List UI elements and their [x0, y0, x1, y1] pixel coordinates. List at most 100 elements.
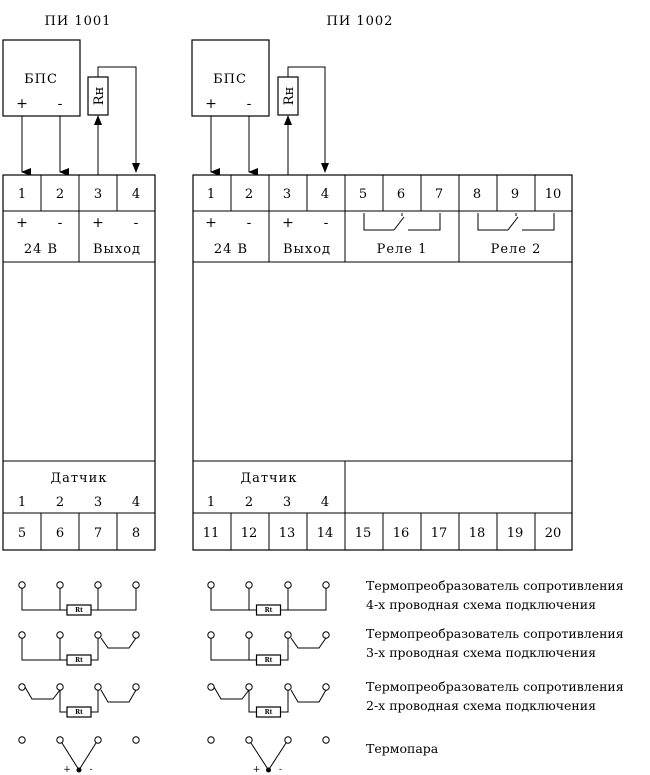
sensor-label: Датчик [51, 471, 108, 486]
terminal-number: 1 [18, 187, 26, 202]
tc-plus: + [253, 765, 261, 775]
thermocouple-junction [76, 767, 82, 773]
arrow-head [321, 163, 329, 173]
scheme-wire [210, 638, 257, 661]
rt-label: Rt [75, 709, 83, 716]
terminal-circle [322, 683, 330, 691]
legend-4wire-line2: 4-х проводная схема подключения [366, 597, 596, 612]
terminal-number: 2 [245, 187, 253, 202]
scheme-wire [248, 690, 257, 713]
rt-label: Rt [265, 657, 273, 664]
wire-output-minus [287, 66, 326, 172]
relay1-label: Реле 1 [377, 242, 428, 257]
scheme-wire [280, 638, 289, 661]
sensor-number: 2 [245, 495, 253, 510]
terminal-circle [207, 683, 215, 691]
legend-thermocouple: Термопара [366, 741, 439, 756]
rt-resistor [66, 654, 92, 666]
terminal-number: 9 [511, 187, 519, 202]
terminal-number: 18 [469, 526, 486, 541]
terminal-number: 5 [18, 526, 26, 541]
terminal-circle [132, 631, 140, 639]
power-supply-box [191, 39, 270, 117]
terminal-number: 8 [132, 526, 140, 541]
sensor-number: 4 [132, 495, 140, 510]
terminal-circle [132, 581, 140, 589]
terminal-circle [284, 736, 292, 744]
terminal-circle [18, 683, 26, 691]
relay1-contact-common [363, 213, 394, 231]
terminal-circle [322, 736, 330, 744]
rt-label: Rt [75, 607, 83, 614]
terminal-circle [18, 736, 26, 744]
sensor-label: Датчик [241, 471, 298, 486]
scheme-wire [78, 742, 97, 771]
scheme-wire [290, 637, 327, 649]
terminal-number: 3 [94, 187, 102, 202]
power-supply-label: БПС [24, 72, 58, 87]
psu-minus: - [58, 96, 63, 112]
terminal-number: 3 [283, 187, 291, 202]
scheme-wire [91, 690, 99, 713]
power-supply-label: БПС [213, 72, 247, 87]
terminal-circle [56, 736, 64, 744]
tc-minus: - [89, 765, 92, 775]
terminal-number: 8 [473, 187, 481, 202]
power-plus: + [205, 215, 217, 231]
power-label: 24 В [24, 242, 58, 257]
scheme-wire [290, 689, 327, 703]
relay2-contact-common [477, 213, 508, 231]
scheme-wire [21, 588, 67, 611]
load-resistor-label: Rн [92, 87, 107, 105]
terminal-circle [94, 581, 102, 589]
output-plus: + [92, 215, 104, 231]
relay2-contact-nc [522, 213, 555, 231]
terminal-circle [18, 581, 26, 589]
sensor-number: 3 [283, 495, 291, 510]
terminal-circle [94, 631, 102, 639]
scheme-wire [24, 686, 61, 700]
rt-label: Rt [265, 607, 273, 614]
terminal-circle [322, 581, 330, 589]
terminal-number: 4 [132, 187, 140, 202]
legend-3wire-line2: 3-х проводная схема подключения [366, 645, 596, 660]
scheme-wire [100, 637, 137, 649]
terminal-number: 1 [207, 187, 215, 202]
terminal-circle [245, 581, 253, 589]
output-label: Выход [93, 242, 141, 257]
scheme-wire [100, 689, 137, 703]
terminal-number: 6 [56, 526, 64, 541]
terminal-circle [132, 736, 140, 744]
legend-3wire-line1: Термопреобразователь сопротивления [366, 626, 624, 641]
scheme-wire [61, 742, 80, 771]
device-title: ПИ 1002 [327, 14, 394, 29]
power-minus: - [247, 215, 252, 231]
device-title: ПИ 1001 [45, 14, 112, 29]
sensor-number: 3 [94, 495, 102, 510]
legend-4wire-line1: Термопреобразователь сопротивления [366, 578, 624, 593]
rt-label: Rt [75, 657, 83, 664]
scheme-wire [59, 690, 67, 713]
terminal-number: 13 [279, 526, 296, 541]
sensor-number: 4 [321, 495, 329, 510]
relay2-contact-blade [507, 216, 519, 231]
terminal-circle [132, 683, 140, 691]
terminal-circle [94, 683, 102, 691]
psu-minus: - [247, 96, 252, 112]
power-minus: - [58, 215, 63, 231]
sensor-number: 2 [56, 495, 64, 510]
device-pi1002: ПИ 1002 БПС + - Rн [191, 14, 573, 551]
power-supply-box [2, 39, 81, 117]
terminal-number: 11 [203, 526, 220, 541]
tc-plus: + [63, 765, 71, 775]
terminal-number: 17 [431, 526, 448, 541]
terminal-number: 12 [241, 526, 258, 541]
legend-2wire-line2: 2-х проводная схема подключения [366, 698, 596, 713]
scheme-wire [91, 588, 137, 611]
terminal-number: 2 [56, 187, 64, 202]
